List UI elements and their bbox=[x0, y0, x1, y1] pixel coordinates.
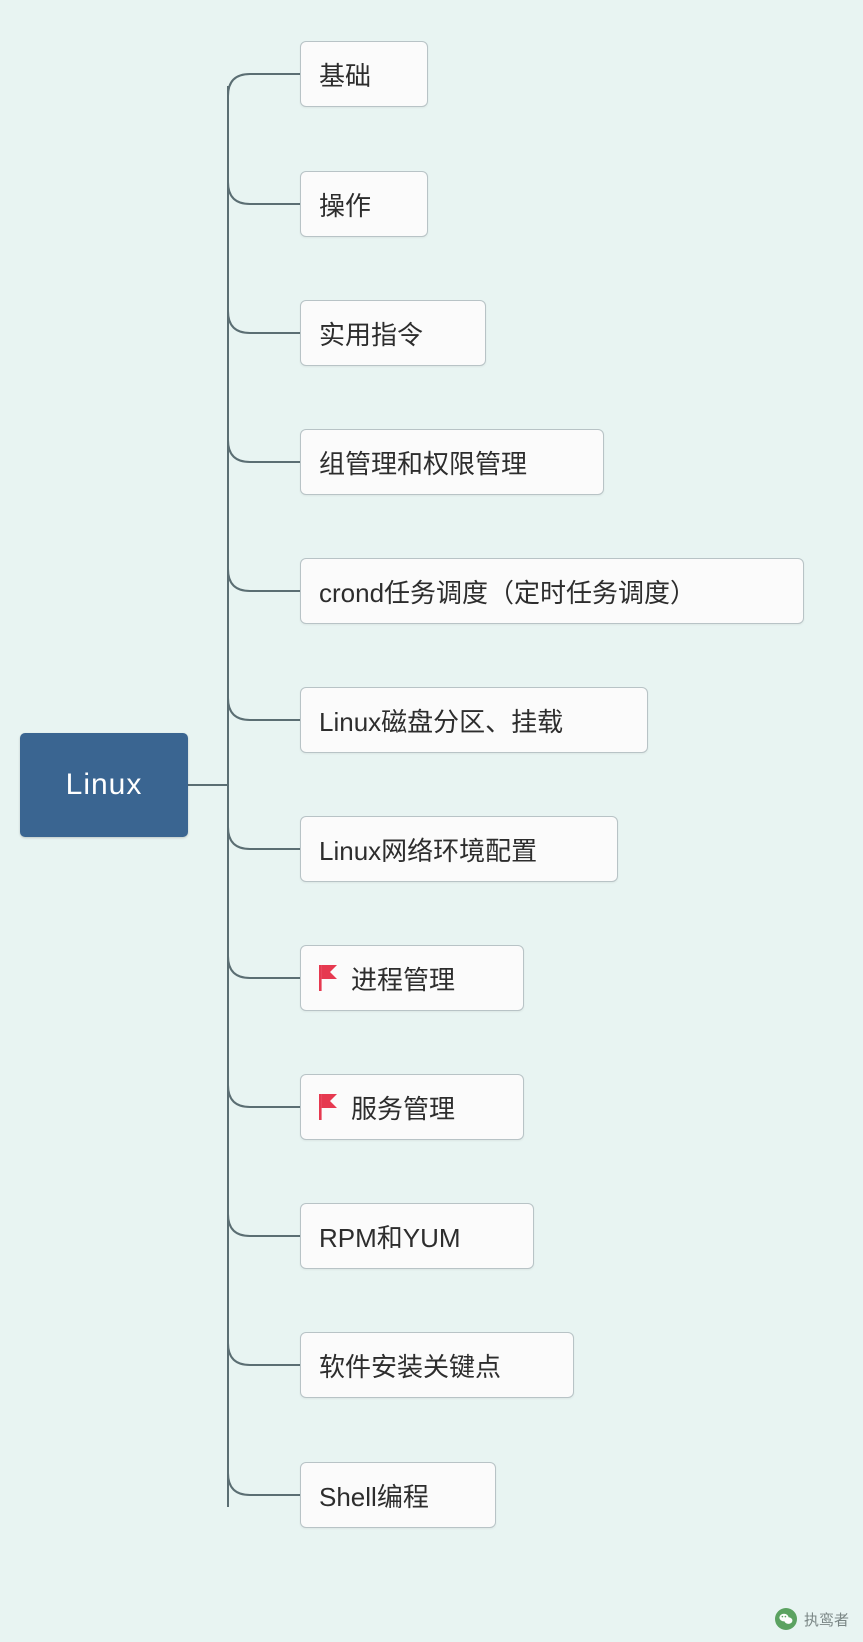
branch-node-9[interactable]: RPM和YUM bbox=[300, 1203, 534, 1269]
branch-label-9: RPM和YUM bbox=[319, 1222, 461, 1253]
branch-label-0: 基础 bbox=[319, 60, 372, 91]
branch-node-1[interactable]: 操作 bbox=[300, 171, 428, 237]
branch-node-2[interactable]: 实用指令 bbox=[300, 300, 486, 366]
root-node-label: Linux bbox=[65, 768, 143, 801]
branch-label-1: 操作 bbox=[319, 190, 372, 221]
branch-node-11[interactable]: Shell编程 bbox=[300, 1462, 496, 1528]
red-flag-icon bbox=[319, 965, 339, 991]
red-flag-icon bbox=[319, 1094, 339, 1120]
branch-label-6: Linux网络环境配置 bbox=[319, 835, 538, 866]
branch-node-7[interactable]: 进程管理 bbox=[300, 945, 524, 1011]
branch-label-5: Linux磁盘分区、挂载 bbox=[319, 706, 564, 737]
branch-label-7: 进程管理 bbox=[351, 964, 456, 995]
watermark: 执鸾者 bbox=[774, 1608, 849, 1630]
branch-label-11: Shell编程 bbox=[319, 1481, 429, 1512]
branch-node-4[interactable]: crond任务调度（定时任务调度） bbox=[300, 558, 804, 624]
branch-node-8[interactable]: 服务管理 bbox=[300, 1074, 524, 1140]
branch-node-6[interactable]: Linux网络环境配置 bbox=[300, 816, 618, 882]
watermark-label: 执鸾者 bbox=[803, 1611, 849, 1629]
branch-label-3: 组管理和权限管理 bbox=[319, 448, 528, 479]
wechat-logo-icon bbox=[774, 1608, 797, 1630]
branch-label-8: 服务管理 bbox=[351, 1093, 456, 1124]
branch-label-10: 软件安装关键点 bbox=[319, 1351, 502, 1382]
branch-node-0[interactable]: 基础 bbox=[300, 41, 428, 107]
branch-node-10[interactable]: 软件安装关键点 bbox=[300, 1332, 574, 1398]
root-node-linux[interactable]: Linux bbox=[20, 733, 188, 837]
branch-label-2: 实用指令 bbox=[319, 319, 424, 350]
branch-node-3[interactable]: 组管理和权限管理 bbox=[300, 429, 604, 495]
branch-node-5[interactable]: Linux磁盘分区、挂载 bbox=[300, 687, 648, 753]
branch-label-4: crond任务调度（定时任务调度） bbox=[319, 577, 697, 608]
